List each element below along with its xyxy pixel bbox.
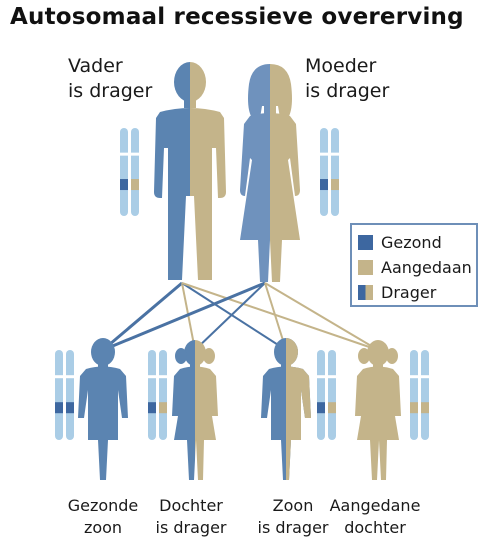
father-label-line2: is drager — [68, 80, 153, 102]
mother-label-line2: is drager — [305, 80, 390, 102]
mother-label: Moeder is drager — [305, 54, 389, 104]
child-label-2-line2: is drager — [155, 518, 227, 537]
child-healthy-son-figure — [78, 338, 128, 480]
child-label-2-line1: Dochter — [159, 496, 223, 515]
legend-healthy-label: Gezond — [381, 232, 442, 252]
father-label-line1: Vader — [68, 55, 123, 77]
legend-affected: Aangedaan — [358, 255, 472, 279]
child-4-chromosomes — [409, 350, 430, 440]
child-2-chromosomes — [147, 350, 168, 440]
child-label-1-line2: zoon — [83, 518, 123, 537]
child-label-3-line1: Zoon — [272, 496, 314, 515]
child-label-4-line1: Aangedane — [329, 496, 421, 515]
child-label-1-line1: Gezonde — [67, 496, 139, 515]
child-1-chromosomes — [54, 350, 75, 440]
legend-carrier: Drager — [358, 280, 436, 304]
diagram-title: Autosomaal recessieve overerving — [10, 4, 464, 30]
child-label-2: Dochter is drager — [136, 495, 246, 539]
chromosome-pairs — [54, 128, 430, 440]
child-label-4-line2: dochter — [344, 518, 406, 537]
father-chromosomes — [119, 128, 140, 216]
child-affected-daughter-figure — [355, 340, 401, 480]
legend-healthy: Gezond — [358, 230, 442, 254]
inheritance-lines — [102, 281, 379, 352]
child-label-4: Aangedane dochter — [320, 495, 430, 539]
child-carrier-daughter-figure — [172, 340, 218, 480]
legend-carrier-label: Drager — [381, 282, 437, 302]
legend-carrier-swatch — [358, 284, 373, 300]
child-carrier-son-right-half — [286, 338, 311, 480]
child-label-1: Gezonde zoon — [48, 495, 158, 539]
father-label: Vader is drager — [68, 54, 152, 104]
legend: Gezond Aangedaan Drager — [350, 223, 478, 307]
legend-affected-swatch — [358, 259, 373, 275]
mother-label-line1: Moeder — [305, 55, 377, 77]
father-figure — [154, 62, 226, 280]
child-3-chromosomes — [316, 350, 337, 440]
mother-chromosomes — [319, 128, 340, 216]
mother-figure — [240, 64, 300, 282]
legend-affected-label: Aangedaan — [381, 257, 472, 277]
legend-healthy-swatch — [358, 234, 373, 250]
child-label-3: Zoon is drager — [238, 495, 348, 539]
child-label-3-line2: is drager — [257, 518, 329, 537]
